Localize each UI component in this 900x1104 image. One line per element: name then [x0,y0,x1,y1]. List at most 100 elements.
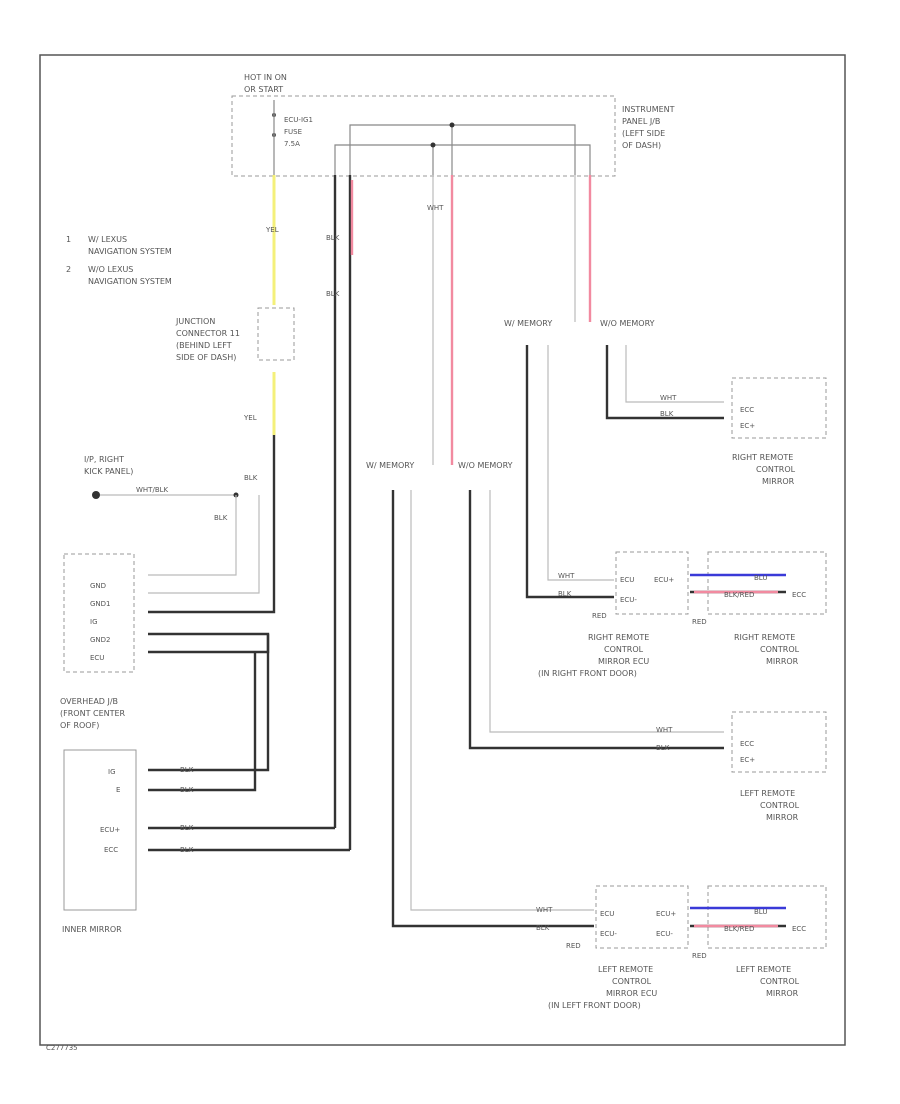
w-memory-upper-label: W/ MEMORY [504,319,552,328]
mirror-blk-code-2: BLK [180,786,194,794]
left-ecu-label-3: MIRROR ECU [606,989,657,998]
jc-label-2: CONNECTOR 11 [176,329,240,338]
right-ecu-blk-code: BLK [558,590,572,598]
left-mirror-top-pin-ecplus: EC+ [740,756,755,764]
left-ecu-pin-ecuminus-2: ECU- [656,930,673,938]
right-mid-pin-ec: ECC [792,591,806,599]
upper-blk-to-right-ecu [525,345,614,599]
jb-bus-inner [349,124,576,175]
right-mid-label-2: CONTROL [760,645,800,654]
inner-mirror-label: INNER MIRROR [62,925,122,934]
pin-gnd2: GND2 [90,636,111,644]
left-ecu-label-2: CONTROL [612,977,652,986]
fuse-name-label: ECU-IG1 [284,116,313,124]
instrument-panel-jb-box [231,95,616,177]
legend-2-line-a: W/O LEXUS [88,265,133,274]
jb-junction-dot-1 [430,142,436,148]
w-memory-lower-label: W/ MEMORY [366,461,414,470]
mirror-pin-ig: IG [108,768,116,776]
right-ecu-red-code-2: RED [692,618,707,626]
jc-label-1: JUNCTION [175,317,215,326]
left-mid-blkred-code: BLK/RED [724,925,754,933]
left-ecu-pin-ecu: ECU [600,910,614,918]
wo-memory-upper-label: W/O MEMORY [600,319,655,328]
left-mirror-wht-code: WHT [656,726,673,734]
left-ecu-wht-code: WHT [536,906,553,914]
left-mirror-top-label-1: LEFT REMOTE [740,789,795,798]
left-mirror-top-label-3: MIRROR [766,813,799,822]
right-ecu-wht-code: WHT [558,572,575,580]
ground-wire-code: WHT/BLK [136,486,169,494]
right-mid-blu-code: BLU [754,574,767,582]
overhead-label-3: OF ROOF) [60,721,99,730]
ip-jb-label-3: (LEFT SIDE [622,129,665,138]
left-mid-label-2: CONTROL [760,977,800,986]
left-ecu-pin-ecuplus: ECU+ [656,910,676,918]
right-ecu-pin-ecuminus: ECU- [620,596,637,604]
upper-blk-to-right-mirror [605,345,724,420]
left-mid-pin-ec: ECC [792,925,806,933]
junction-connector-box [257,307,295,361]
left-ecu-pin-ecuminus: ECU- [600,930,617,938]
jb-bus-outer [334,144,591,175]
wo-memory-lower-label: W/O MEMORY [458,461,513,470]
ground-blk-code-2: BLK [214,514,228,522]
mirror-pin-ec: ECC [104,846,118,854]
right-mirror-ecu-box [615,551,689,615]
lower-wht-to-left-ecu [410,490,594,911]
left-mirror-top-pin-ec: ECC [740,740,754,748]
right-mirror-top-pin-ec: ECC [740,406,754,414]
left-mid-label-1: LEFT REMOTE [736,965,791,974]
left-mirror-blk-code: BLK [656,744,670,752]
ip-jb-label-1: INSTRUMENT [622,105,675,114]
right-ecu-label-4: (IN RIGHT FRONT DOOR) [538,669,637,678]
right-mirror-mid-box [707,551,827,615]
upper-wht-to-right-mirror [625,345,724,403]
jb-junction-dot-2 [449,122,455,128]
mirror-blk-code-4: BLK [180,846,194,854]
right-mirror-top-label-3: MIRROR [762,477,795,486]
jc-label-4: SIDE OF DASH) [176,353,236,362]
left-ecu-label-1: LEFT REMOTE [598,965,653,974]
right-mid-blkred-code: BLK/RED [724,591,754,599]
ip-jb-label-4: OF DASH) [622,141,661,150]
mirror-blk-code-3: BLK [180,824,194,832]
wht-code-center: WHT [427,204,444,212]
or-start-label: OR START [244,85,283,94]
left-ecu-label-4: (IN LEFT FRONT DOOR) [548,1001,641,1010]
overhead-label-1: OVERHEAD J/B [60,697,118,706]
ground-branch-1 [148,495,237,576]
pin-ig: IG [90,618,98,626]
right-mirror-top-label-1: RIGHT REMOTE [732,453,793,462]
right-mid-label-1: RIGHT REMOTE [734,633,795,642]
legend-2-number: 2 [66,265,71,274]
left-ecu-blk-code: BLK [536,924,550,932]
left-mid-label-3: MIRROR [766,989,799,998]
blk-code-2: BLK [326,290,340,298]
overhead-jb-box [63,553,135,673]
ig-blk-wire-overhead [148,435,276,614]
ground-symbol [92,491,100,499]
right-mid-label-3: MIRROR [766,657,799,666]
overhead-gnd2-loop [148,632,270,654]
mirror-blk-code-1: BLK [180,766,194,774]
right-ecu-label-2: CONTROL [604,645,644,654]
legend-2-line-b: NAVIGATION SYSTEM [88,277,172,286]
fuse-amps-label: 7.5A [284,140,300,148]
overhead-label-2: (FRONT CENTER [60,709,126,718]
yel-code-top: YEL [265,226,279,234]
ground-branch-2 [148,495,260,594]
inner-mirror-box [63,749,137,911]
right-ecu-pin-ecuplus: ECU+ [654,576,674,584]
overhead-to-mirror-1 [148,634,270,772]
left-mirror-top-label-2: CONTROL [760,801,800,810]
lower-blk-to-left-mirror [468,490,724,750]
overhead-to-mirror-2 [148,652,257,792]
right-mirror-top-pin-ecplus: EC+ [740,422,755,430]
right-ecu-pin-ecu: ECU [620,576,634,584]
pin-gnd1: GND1 [90,600,111,608]
ground-label-1: I/P, RIGHT [84,455,124,464]
fuse-word-label: FUSE [284,128,302,136]
legend-1-number: 1 [66,235,71,244]
footer-code: C277735 [46,1044,78,1052]
